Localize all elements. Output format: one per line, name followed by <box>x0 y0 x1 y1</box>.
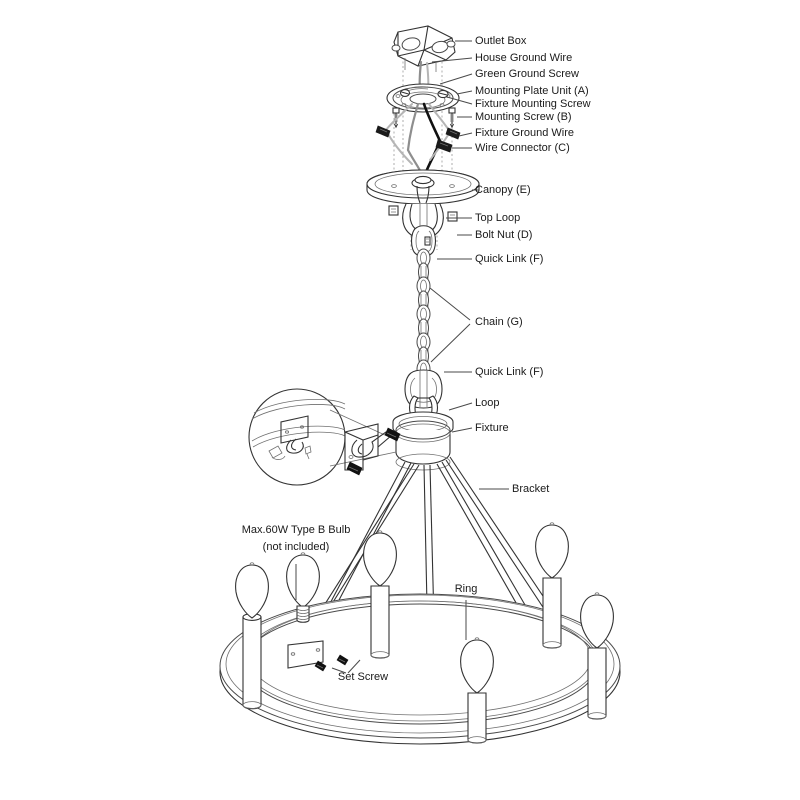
mounting-screws <box>392 107 456 129</box>
fixture-wires <box>375 102 461 188</box>
detail-callout-circle <box>248 388 397 486</box>
bulb-sample-detached <box>286 552 320 623</box>
label-ring: Ring <box>455 583 478 595</box>
bulb-front-left <box>363 530 397 659</box>
bulb-right <box>535 522 569 649</box>
mounting-screw-right <box>448 107 456 129</box>
label-bracket: Bracket <box>512 483 549 495</box>
wire-connector-right <box>445 127 461 140</box>
chain-links <box>416 248 431 379</box>
label-quick-link-lower: Quick Link (F) <box>475 366 543 378</box>
label-top-loop: Top Loop <box>475 212 520 224</box>
bolt-nut-right <box>447 211 458 222</box>
label-mounting-plate-unit: Mounting Plate Unit (A) <box>475 85 589 97</box>
label-fixture-mounting-screw: Fixture Mounting Screw <box>475 98 591 110</box>
label-quick-link-upper: Quick Link (F) <box>475 253 543 265</box>
label-bulb-line2: (not included) <box>263 541 330 553</box>
label-bulb-line1: Max.60W Type B Bulb <box>242 524 351 536</box>
canopy <box>366 169 480 205</box>
candle-sleeve-left <box>242 613 262 710</box>
label-loop: Loop <box>475 397 499 409</box>
bolt-nut-left <box>388 205 399 216</box>
label-fixture: Fixture <box>475 422 509 434</box>
label-mounting-screw: Mounting Screw (B) <box>475 111 572 123</box>
label-set-screw: Set Screw <box>338 671 388 683</box>
bracket-detail-enlarged <box>344 423 401 476</box>
label-house-ground-wire: House Ground Wire <box>475 52 572 64</box>
bulb-center-front <box>460 637 494 744</box>
detail-screw-bottom <box>346 461 363 476</box>
leader-lines <box>295 40 509 674</box>
set-screw-bracket <box>287 640 349 672</box>
label-bolt-nut: Bolt Nut (D) <box>475 229 532 241</box>
mounting-plate-unit <box>386 83 460 113</box>
wire-connector-left <box>375 125 391 138</box>
label-wire-connector: Wire Connector (C) <box>475 142 570 154</box>
labels-group: Outlet Box House Ground Wire Green Groun… <box>242 35 591 683</box>
set-screw-b <box>336 654 349 666</box>
ring <box>219 593 621 745</box>
bulb-far-left <box>235 562 269 619</box>
label-outlet-box: Outlet Box <box>475 35 527 47</box>
mounting-screw-left <box>392 107 400 129</box>
label-canopy: Canopy (E) <box>475 184 531 196</box>
detail-screw-right <box>384 427 401 442</box>
wire-connector-center <box>435 139 453 153</box>
outlet-box <box>391 25 456 72</box>
fixture-body <box>392 411 454 471</box>
bulb-far-right <box>580 592 614 720</box>
bulbs-and-sockets <box>235 522 614 744</box>
label-green-ground-screw: Green Ground Screw <box>475 68 579 80</box>
label-chain: Chain (G) <box>475 316 523 328</box>
set-screw-a <box>314 660 327 672</box>
chain <box>416 248 433 381</box>
bolt-nuts <box>388 205 458 222</box>
label-fixture-ground-wire: Fixture Ground Wire <box>475 127 574 139</box>
